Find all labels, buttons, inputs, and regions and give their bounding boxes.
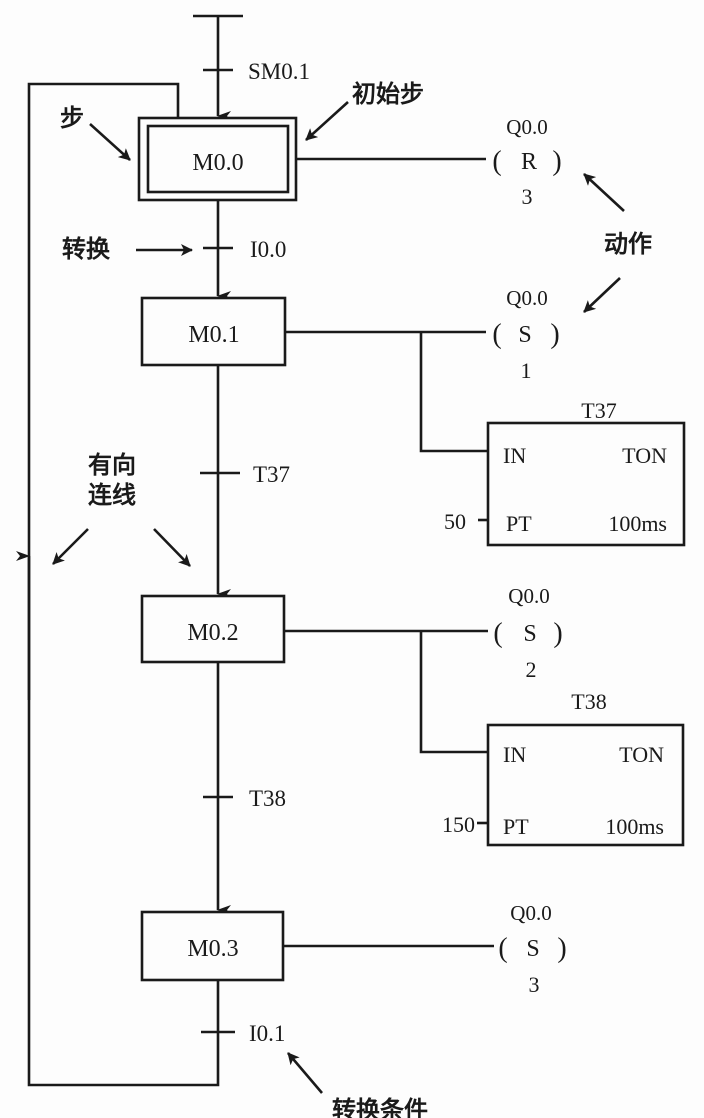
- coil-m03-operand: Q0.0: [510, 901, 551, 925]
- timer-t38-box: [486, 723, 685, 847]
- coil-m00-r: Q0.0 ( R ) 3: [492, 115, 561, 209]
- main-flow: SM0.1 M0.0 I0.0 M0.1 T37 M0.2 T38: [16, 14, 310, 1087]
- step-m00-inner: [146, 124, 290, 194]
- coil-m00-instruction: R: [521, 149, 537, 175]
- timer-t37-in: IN: [503, 443, 526, 468]
- coil-m01-instruction: S: [518, 322, 531, 348]
- coil-left-paren: (: [492, 146, 501, 177]
- annotation-step-arrow: [89, 123, 131, 161]
- step-m01-label: M0.1: [188, 322, 239, 348]
- step-m00: M0.0: [137, 116, 298, 202]
- step-m00-label: M0.0: [192, 150, 243, 176]
- coil-left-paren: (: [498, 933, 507, 964]
- timer-t37-pt: PT: [506, 511, 532, 536]
- coil-right-paren: ): [553, 618, 562, 649]
- transition-sm01-label: SM0.1: [248, 59, 310, 84]
- timer-t38-pt: PT: [503, 814, 529, 839]
- timer-t38-in: IN: [503, 742, 526, 767]
- step-m03-box: [140, 910, 285, 982]
- coil-m02-operand: Q0.0: [508, 584, 549, 608]
- timer-t37-base: 100ms: [608, 511, 667, 536]
- annotation-step: 步: [60, 104, 84, 132]
- coil-m00-operand: Q0.0: [506, 115, 547, 139]
- timer-t38-base: 100ms: [605, 814, 664, 839]
- action-m02-branch: [419, 631, 488, 754]
- annotation-directed-arrow-left: [52, 528, 89, 565]
- step-m02: M0.2: [140, 594, 286, 664]
- annotation-condition-arrow: [287, 1052, 323, 1094]
- annotation-directed-line-1: 有向: [88, 451, 136, 479]
- coil-m02-count: 2: [526, 657, 537, 682]
- coil-left-paren: (: [492, 319, 501, 350]
- step-m02-box: [140, 594, 286, 664]
- annotation-directed-line-2: 连线: [88, 481, 136, 509]
- annotation-transition: 转换: [62, 235, 111, 263]
- timer-t38-preset: 150: [442, 812, 475, 837]
- coil-right-paren: ): [550, 319, 559, 350]
- coil-m03-instruction: S: [526, 936, 539, 962]
- coil-left-paren: (: [493, 618, 502, 649]
- step-m01: M0.1: [140, 296, 287, 367]
- coil-right-paren: ): [557, 933, 566, 964]
- step-m03-label: M0.3: [187, 936, 238, 962]
- annotation-directed-arrow-right: [153, 528, 191, 567]
- coil-m02-instruction: S: [523, 621, 536, 647]
- coil-m01-count: 1: [521, 358, 532, 383]
- timer-t37: T37 IN TON PT 100ms 50: [444, 398, 686, 547]
- annotations: 步 初始步 转换 动作 有向 连线 转换条件: [52, 80, 652, 1118]
- timer-t38-name: T38: [571, 689, 606, 714]
- annotation-action: 动作: [604, 230, 652, 258]
- coil-m00-count: 3: [522, 184, 533, 209]
- timer-t37-type: TON: [622, 443, 667, 468]
- action-m01-branch: [419, 332, 488, 453]
- coil-right-paren: ): [552, 146, 561, 177]
- timer-t37-preset: 50: [444, 509, 466, 534]
- timer-t38-type: TON: [619, 742, 664, 767]
- annotation-transition-condition: 转换条件: [332, 1096, 428, 1118]
- timer-t38: T38 IN TON PT 100ms 150: [442, 689, 685, 847]
- actions: Q0.0 ( R ) 3 Q0.0 ( S ) 1 T37 IN TON PT …: [283, 115, 686, 997]
- transition-i01-label: I0.1: [249, 1021, 285, 1046]
- annotation-action-arrow-up: [583, 173, 625, 212]
- transition-i00-label: I0.0: [250, 237, 286, 262]
- transition-t37-label: T37: [253, 462, 290, 487]
- step-m01-box: [140, 296, 287, 367]
- step-m02-label: M0.2: [187, 620, 238, 646]
- annotation-initial-step: 初始步: [352, 80, 424, 108]
- timer-t37-box: [486, 421, 686, 547]
- transition-t38-label: T38: [249, 786, 286, 811]
- annotation-initial-step-arrow: [305, 101, 349, 141]
- step-m03: M0.3: [140, 910, 285, 982]
- coil-m03-s: Q0.0 ( S ) 3: [498, 901, 566, 997]
- timer-t37-name: T37: [581, 398, 616, 423]
- coil-m03-count: 3: [529, 972, 540, 997]
- coil-m01-operand: Q0.0: [506, 286, 547, 310]
- coil-m02-s: Q0.0 ( S ) 2: [493, 584, 562, 682]
- coil-m01-s: Q0.0 ( S ) 1: [492, 286, 559, 383]
- annotation-action-arrow-down: [583, 277, 621, 313]
